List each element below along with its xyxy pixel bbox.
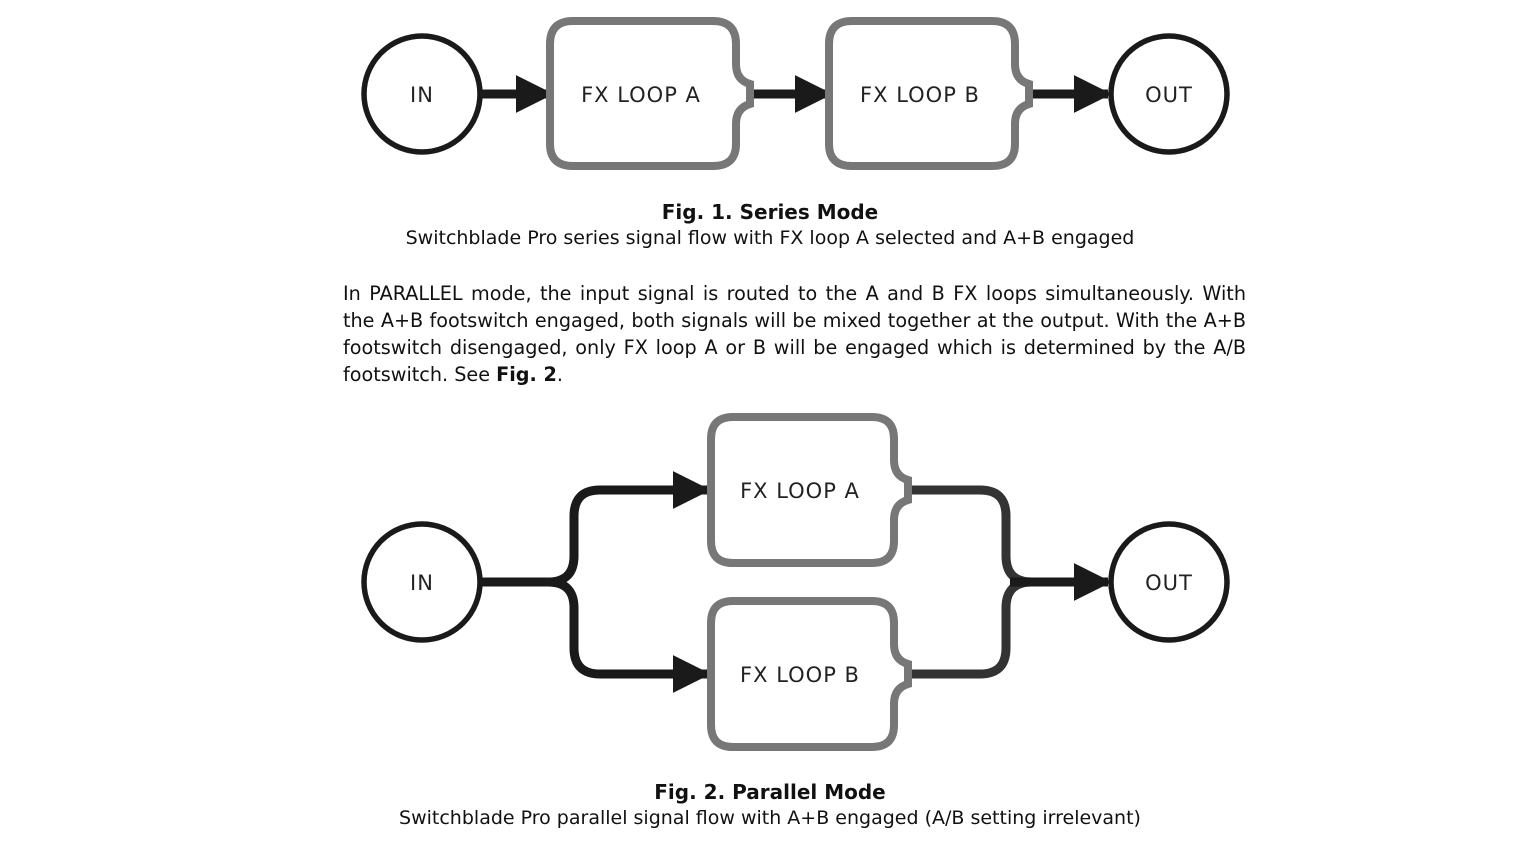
in-node-label: IN [410, 83, 434, 107]
fx-loop-b-label: FX LOOP B [740, 663, 860, 687]
fx-loop-a-label: FX LOOP A [581, 83, 701, 107]
connector-in-to-loop-a [481, 471, 711, 587]
out-node-label: OUT [1145, 83, 1193, 107]
fig1-title: Fig. 1. Series Mode [661, 200, 879, 224]
fig2-caption: Fig. 2. Parallel Mode Switchblade Pro pa… [0, 779, 1540, 831]
fx-loop-b-box: FX LOOP B [707, 597, 912, 751]
out-node: OUT [1108, 521, 1230, 643]
parallel-mode-paragraph: In PARALLEL mode, the input signal is ro… [343, 280, 1246, 388]
out-node: OUT [1108, 33, 1230, 155]
series-mode-diagram: IN FX LOOP A FX LOOP B OUT [361, 17, 1230, 170]
connector-loop-b-to-merge [905, 577, 1033, 679]
fig1-caption: Fig. 1. Series Mode Switchblade Pro seri… [0, 199, 1540, 251]
in-node: IN [361, 33, 483, 155]
fx-loop-a-label: FX LOOP A [740, 479, 860, 503]
connector-loop-a-to-merge [905, 485, 1033, 587]
fig2-subtitle: Switchblade Pro parallel signal flow wit… [399, 807, 1141, 829]
parallel-mode-diagram: IN FX LOOP A FX LOOP B OUT [361, 413, 1230, 751]
out-node-label: OUT [1145, 571, 1193, 595]
fx-loop-b-box: FX LOOP B [825, 17, 1033, 170]
in-node: IN [361, 521, 483, 643]
fx-loop-a-box: FX LOOP A [546, 17, 754, 170]
fx-loop-a-box: FX LOOP A [707, 413, 912, 567]
paragraph-end: . [556, 363, 563, 386]
connector-in-to-loop-b [481, 577, 711, 693]
fig1-subtitle: Switchblade Pro series signal flow with … [405, 227, 1135, 249]
paragraph-fig-ref: Fig. 2 [496, 363, 557, 386]
paragraph-text: In PARALLEL mode, the input signal is ro… [343, 282, 1246, 386]
fig2-title: Fig. 2. Parallel Mode [654, 780, 886, 804]
in-node-label: IN [410, 571, 434, 595]
fx-loop-b-label: FX LOOP B [860, 83, 980, 107]
